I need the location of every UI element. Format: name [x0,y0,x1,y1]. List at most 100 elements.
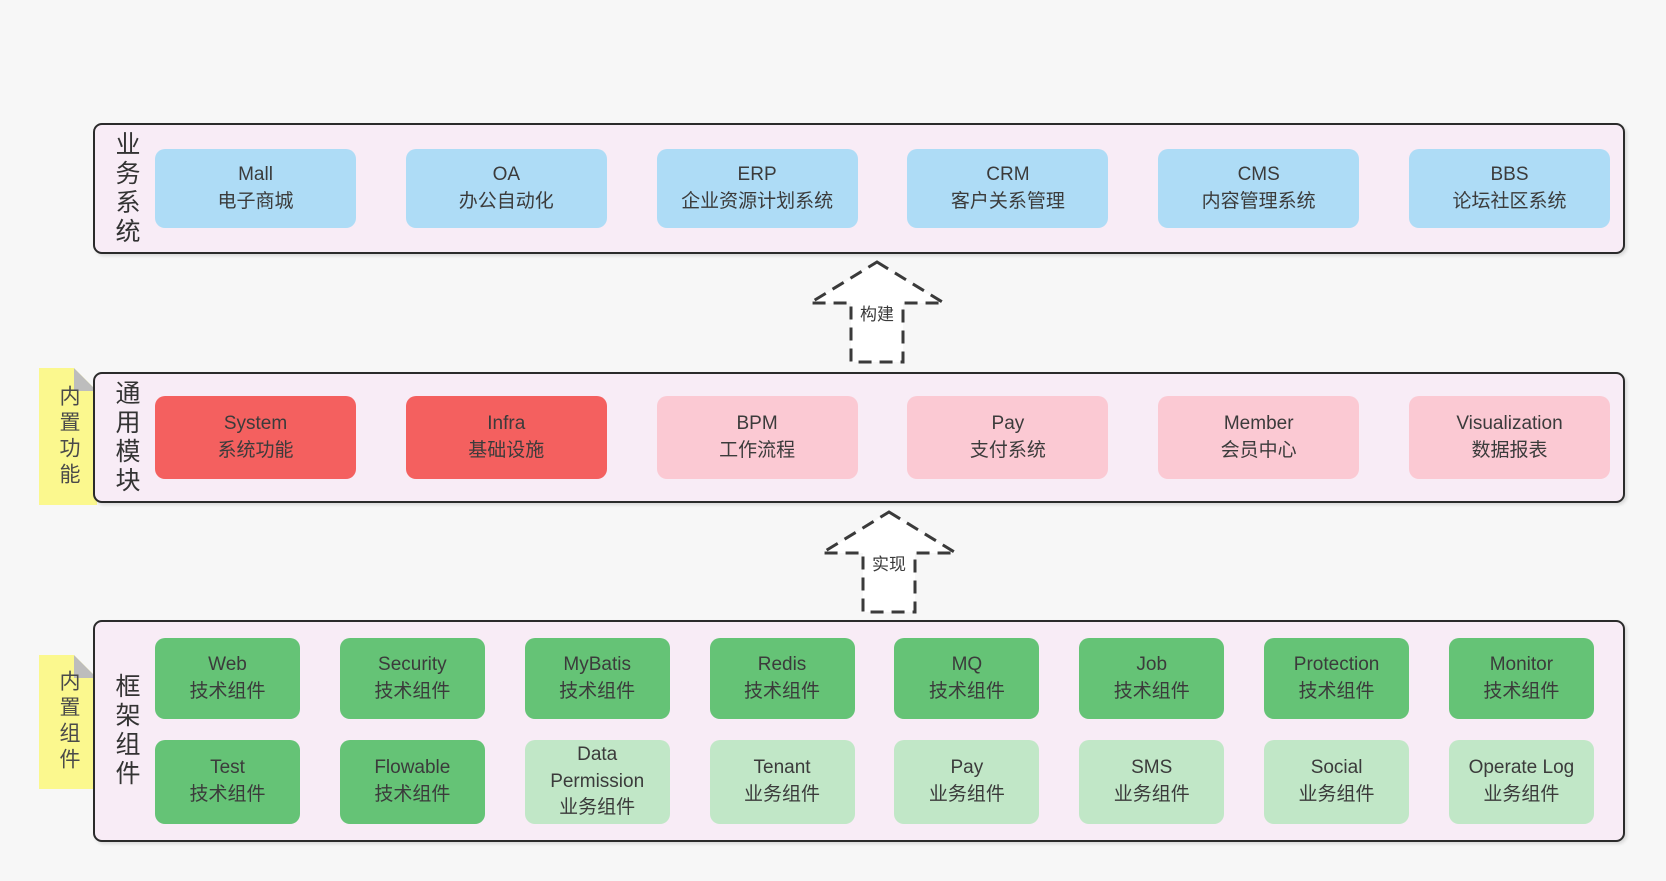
implement-arrow: 实现 [814,510,964,614]
box-bpm: BPM 工作流程 [656,396,858,479]
module-boxes: System 系统功能 Infra 基础设施 BPM 工作流程 Pay 支付系统… [155,374,1610,501]
sticky-note-label: 内置组件 [57,670,80,774]
box-title: ERP [737,163,777,185]
box-erp: ERP 企业资源计划系统 [656,149,858,228]
box-title: Data Permission [550,743,645,792]
box-subtitle: 支付系统 [969,439,1046,461]
box-tenant: Tenant 业务组件 [709,740,855,824]
box-protection: Protection 技术组件 [1264,638,1410,719]
box-monitor: Monitor 技术组件 [1448,638,1594,719]
box-title: Operate Log [1468,757,1575,779]
box-subtitle: 业务组件 [1113,784,1190,805]
sticky-note-builtin-components: 内置组件 [39,655,97,789]
box-job: Job 技术组件 [1079,638,1225,719]
box-title: Flowable [374,757,451,779]
box-infra: Infra 基础设施 [405,396,607,479]
box-subtitle: 办公自动化 [458,190,554,212]
box-oa: OA 办公自动化 [405,149,607,228]
box-flowable: Flowable 技术组件 [339,740,485,824]
box-mybatis: MyBatis 技术组件 [524,638,670,719]
build-arrow-label: 构建 [857,300,897,325]
box-subtitle: 客户关系管理 [950,190,1065,212]
box-cms: CMS 内容管理系统 [1158,149,1360,228]
box-subtitle: 业务组件 [559,797,636,819]
box-title: Mall [238,163,273,185]
box-title: Pay [991,412,1025,434]
box-subtitle: 会员中心 [1220,439,1297,461]
implement-arrow-label: 实现 [869,550,909,575]
band-business-systems: 业务系统 Mall 电子商城 OA 办公自动化 ERP 企业资源计划系统 CRM… [93,123,1625,254]
box-subtitle: 基础设施 [468,439,545,461]
band-label-common-modules: 通用模块 [112,379,140,496]
box-title: CRM [986,163,1030,185]
box-subtitle: 技术组件 [744,680,821,702]
box-title: Job [1136,653,1168,675]
box-subtitle: 技术组件 [928,680,1005,702]
box-title: Member [1223,412,1294,434]
box-subtitle: 业务组件 [744,784,821,805]
box-title: BBS [1490,163,1529,185]
box-title: Infra [487,412,526,434]
box-title: Monitor [1489,653,1554,675]
box-mall: Mall 电子商城 [155,149,356,228]
box-subtitle: 技术组件 [1113,680,1190,702]
box-crm: CRM 客户关系管理 [907,149,1109,228]
band-common-modules: 通用模块 System 系统功能 Infra 基础设施 BPM 工作流程 Pay… [93,372,1625,503]
box-sms: SMS 业务组件 [1079,740,1225,824]
box-title: Test [210,757,245,779]
box-operate-log: Operate Log 业务组件 [1448,740,1594,824]
box-title: MyBatis [563,653,631,675]
box-title: MQ [951,653,983,675]
box-subtitle: 技术组件 [189,680,266,702]
box-member: Member 会员中心 [1158,396,1360,479]
box-title: Visualization [1456,412,1563,434]
framework-boxes: Web 技术组件 Security 技术组件 MyBatis 技术组件 Redi… [155,622,1594,840]
box-social: Social 业务组件 [1264,740,1410,824]
framework-row-2: Test 技术组件 Flowable 技术组件 Data Permission … [155,740,1594,824]
box-subtitle: 系统功能 [217,439,294,461]
box-redis: Redis 技术组件 [709,638,855,719]
band-framework-components: 框架组件 Web 技术组件 Security 技术组件 MyBatis 技术组件… [93,620,1625,842]
box-pay-module: Pay 支付系统 [907,396,1109,479]
box-title: Social [1310,757,1363,779]
box-web: Web 技术组件 [155,638,300,719]
box-security: Security 技术组件 [339,638,485,719]
box-data-permission: Data Permission 业务组件 [524,740,670,824]
box-subtitle: 业务组件 [1298,784,1375,805]
box-title: OA [492,163,521,185]
box-visualization: Visualization 数据报表 [1408,396,1610,479]
box-subtitle: 工作流程 [719,439,796,461]
box-title: Web [208,653,247,675]
box-system: System 系统功能 [155,396,356,479]
sticky-note-builtin-features: 内置功能 [39,368,97,505]
box-title: System [223,412,288,434]
sticky-note-label: 内置功能 [57,384,80,489]
box-test: Test 技术组件 [155,740,300,824]
box-subtitle: 企业资源计划系统 [681,190,834,212]
box-mq: MQ 技术组件 [894,638,1040,719]
box-title: Tenant [753,757,811,779]
band-label-framework-components: 框架组件 [112,673,140,789]
box-subtitle: 内容管理系统 [1201,190,1316,212]
box-title: BPM [736,412,778,434]
box-subtitle: 论坛社区系统 [1452,190,1567,212]
box-subtitle: 技术组件 [189,784,266,805]
box-subtitle: 业务组件 [928,784,1005,805]
box-subtitle: 电子商城 [217,190,294,212]
box-subtitle: 业务组件 [1483,784,1560,805]
box-title: CMS [1237,163,1280,185]
box-subtitle: 数据报表 [1471,439,1548,461]
box-title: Redis [757,653,807,675]
band-label-business-systems: 业务系统 [112,130,140,247]
box-subtitle: 技术组件 [1298,680,1375,702]
box-subtitle: 技术组件 [1483,680,1560,702]
box-title: Pay [950,757,984,779]
box-title: Protection [1293,653,1380,675]
box-title: Security [378,653,447,675]
box-subtitle: 技术组件 [559,680,636,702]
box-bbs: BBS 论坛社区系统 [1408,149,1610,228]
business-boxes: Mall 电子商城 OA 办公自动化 ERP 企业资源计划系统 CRM 客户关系… [155,125,1610,252]
box-title: SMS [1131,757,1173,779]
box-pay-component: Pay 业务组件 [894,740,1040,824]
